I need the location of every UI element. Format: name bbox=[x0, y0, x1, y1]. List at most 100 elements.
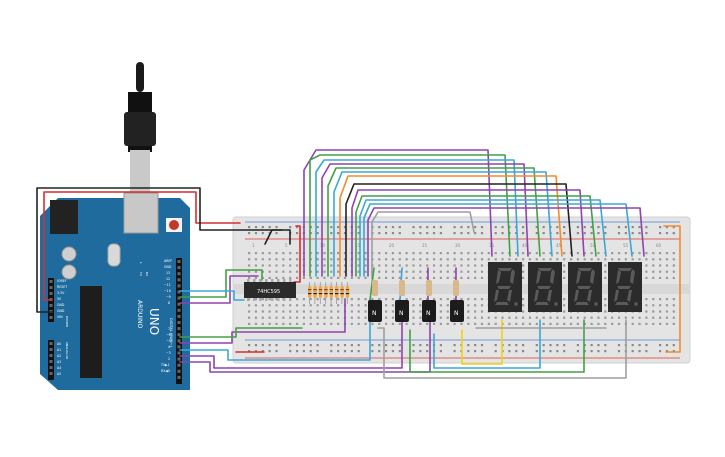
shift-register-chip: 74HC595 bbox=[244, 279, 296, 301]
transistor-4: N bbox=[450, 300, 464, 322]
capacitor-1 bbox=[61, 246, 77, 262]
bb-col-5: 5 bbox=[285, 243, 288, 248]
wire-gray-top[interactable] bbox=[371, 211, 475, 277]
pin-label-11: ~11 bbox=[164, 283, 171, 287]
pin-label-A3: A3 bbox=[57, 360, 61, 364]
arduino-pin-labels: AREF GND 13 12 ~11 ~10 ~9 8 7 ~6 ~5 4 ~3… bbox=[57, 259, 172, 376]
wire-green-top-3[interactable] bbox=[355, 195, 597, 277]
wire-purple-1[interactable] bbox=[179, 275, 259, 304]
pin-label-12: 12 bbox=[166, 277, 170, 281]
usb-cable bbox=[124, 62, 156, 196]
pin-label-10: ~10 bbox=[164, 289, 171, 293]
bb-col-30: 30 bbox=[455, 243, 461, 248]
power-label: POWER bbox=[65, 316, 69, 327]
pin-label-7: 7 bbox=[168, 327, 170, 331]
bb-col-60: 60 bbox=[656, 243, 662, 248]
wire-cyan-bottom[interactable] bbox=[433, 319, 541, 369]
pin-label-8: 8 bbox=[168, 301, 170, 305]
wire-purple-top-3[interactable] bbox=[351, 189, 585, 277]
wire-red-5v[interactable] bbox=[43, 191, 241, 301]
wire-cyan-top-4[interactable] bbox=[363, 203, 633, 277]
wire-purple-top-4[interactable] bbox=[367, 207, 645, 277]
transistor-1: N bbox=[368, 300, 382, 322]
seven-segment-displays bbox=[488, 262, 642, 312]
wire-purple-2[interactable] bbox=[179, 299, 346, 344]
pin-label-A4: A4 bbox=[57, 366, 61, 370]
wire-gray-bottom[interactable] bbox=[377, 319, 627, 379]
seven-segment-digit-1 bbox=[488, 262, 522, 312]
bb-col-20: 20 bbox=[389, 243, 395, 248]
base-resistor-1 bbox=[372, 280, 378, 296]
analog-label: ANALOG IN bbox=[65, 342, 69, 359]
wire-orange-top[interactable] bbox=[339, 175, 563, 277]
wire-green-top-2[interactable] bbox=[327, 167, 541, 277]
shift-register-label: 74HC595 bbox=[257, 289, 280, 295]
seven-segment-digit-4 bbox=[608, 262, 642, 312]
power-jack bbox=[50, 200, 78, 234]
base-resistor-3 bbox=[426, 280, 432, 296]
pin-label-GND-top: GND bbox=[164, 265, 172, 269]
pin-label-A5: A5 bbox=[57, 372, 61, 376]
base-resistor-4 bbox=[453, 280, 459, 296]
bb-col-45: 45 bbox=[556, 243, 562, 248]
pin-label-1: TX▶1 bbox=[160, 363, 170, 367]
pin-label-2: 2 bbox=[168, 357, 170, 361]
pin-label-13: 13 bbox=[166, 271, 170, 275]
transistor-4-label: N bbox=[454, 310, 459, 317]
wire-cyan-2[interactable] bbox=[179, 315, 371, 361]
pin-label-3V3: 3.3V bbox=[57, 291, 65, 295]
pin-label-A1: A1 bbox=[57, 348, 61, 352]
arduino-model: UNO bbox=[147, 308, 161, 335]
digital-header-label: DIGITAL (PWM~) bbox=[169, 318, 173, 348]
usb-port bbox=[123, 192, 159, 234]
rx-label: RX bbox=[145, 272, 149, 276]
tx-label: TX bbox=[139, 271, 143, 276]
wire-red-3[interactable] bbox=[293, 225, 301, 283]
transistors: N N N N bbox=[368, 300, 464, 322]
seven-segment-digit-2 bbox=[528, 262, 562, 312]
pin-label-A0: A0 bbox=[57, 342, 61, 346]
capacitor-2 bbox=[61, 264, 77, 280]
wire-purple-top-2[interactable] bbox=[321, 163, 529, 277]
wire-cyan-1[interactable] bbox=[179, 290, 245, 301]
wire-green-top-1[interactable] bbox=[309, 154, 511, 277]
wire-black-gnd[interactable] bbox=[36, 187, 291, 313]
bb-col-15: 15 bbox=[355, 243, 361, 248]
wire-yellow-bottom[interactable] bbox=[461, 319, 503, 365]
wire-green-1[interactable] bbox=[179, 269, 263, 298]
wire-cyan-top-1[interactable] bbox=[315, 159, 519, 277]
wire-black-2[interactable] bbox=[264, 229, 283, 245]
reset-button[interactable] bbox=[169, 220, 179, 230]
wire-green-2[interactable] bbox=[179, 327, 303, 338]
pin-label-AREF: AREF bbox=[164, 259, 172, 263]
led-l-label: L bbox=[139, 262, 143, 264]
pin-label-0: RX◀0 bbox=[161, 369, 170, 373]
wire-cyan-top-3[interactable] bbox=[359, 199, 607, 277]
pin-label-9: ~9 bbox=[166, 295, 171, 299]
bb-col-50: 50 bbox=[590, 243, 596, 248]
bb-col-25: 25 bbox=[422, 243, 428, 248]
pin-label-4: 4 bbox=[168, 345, 170, 349]
bb-col-1: 1 bbox=[252, 243, 255, 248]
arduino-brand: ARDUINO bbox=[136, 300, 143, 329]
pin-label-VIN: VIN bbox=[57, 315, 63, 319]
wire-orange-right[interactable] bbox=[663, 225, 681, 353]
transistor-2: N bbox=[395, 300, 409, 322]
bb-col-55: 55 bbox=[623, 243, 629, 248]
breadboard: 1 5 10 15 20 25 30 35 40 45 50 55 60 bbox=[232, 216, 691, 364]
pin-label-3: ~3 bbox=[166, 351, 171, 355]
arduino-header-pins bbox=[49, 260, 181, 379]
arduino-uno-board: ARDUINO UNO DIGITAL (PWM~) POWER ANALOG … bbox=[40, 192, 190, 390]
pin-label-GND-1: GND bbox=[57, 303, 65, 307]
transistor-3-label: N bbox=[426, 310, 431, 317]
wire-green-bottom[interactable] bbox=[409, 319, 585, 373]
wire-purple-top-1[interactable] bbox=[303, 149, 493, 277]
wire-purple-4[interactable] bbox=[179, 317, 431, 373]
pin-label-A2: A2 bbox=[57, 354, 61, 358]
bb-col-40: 40 bbox=[522, 243, 528, 248]
wire-purple-3[interactable] bbox=[179, 317, 403, 369]
base-resistors bbox=[372, 280, 459, 296]
transistor-1-label: N bbox=[372, 310, 377, 317]
